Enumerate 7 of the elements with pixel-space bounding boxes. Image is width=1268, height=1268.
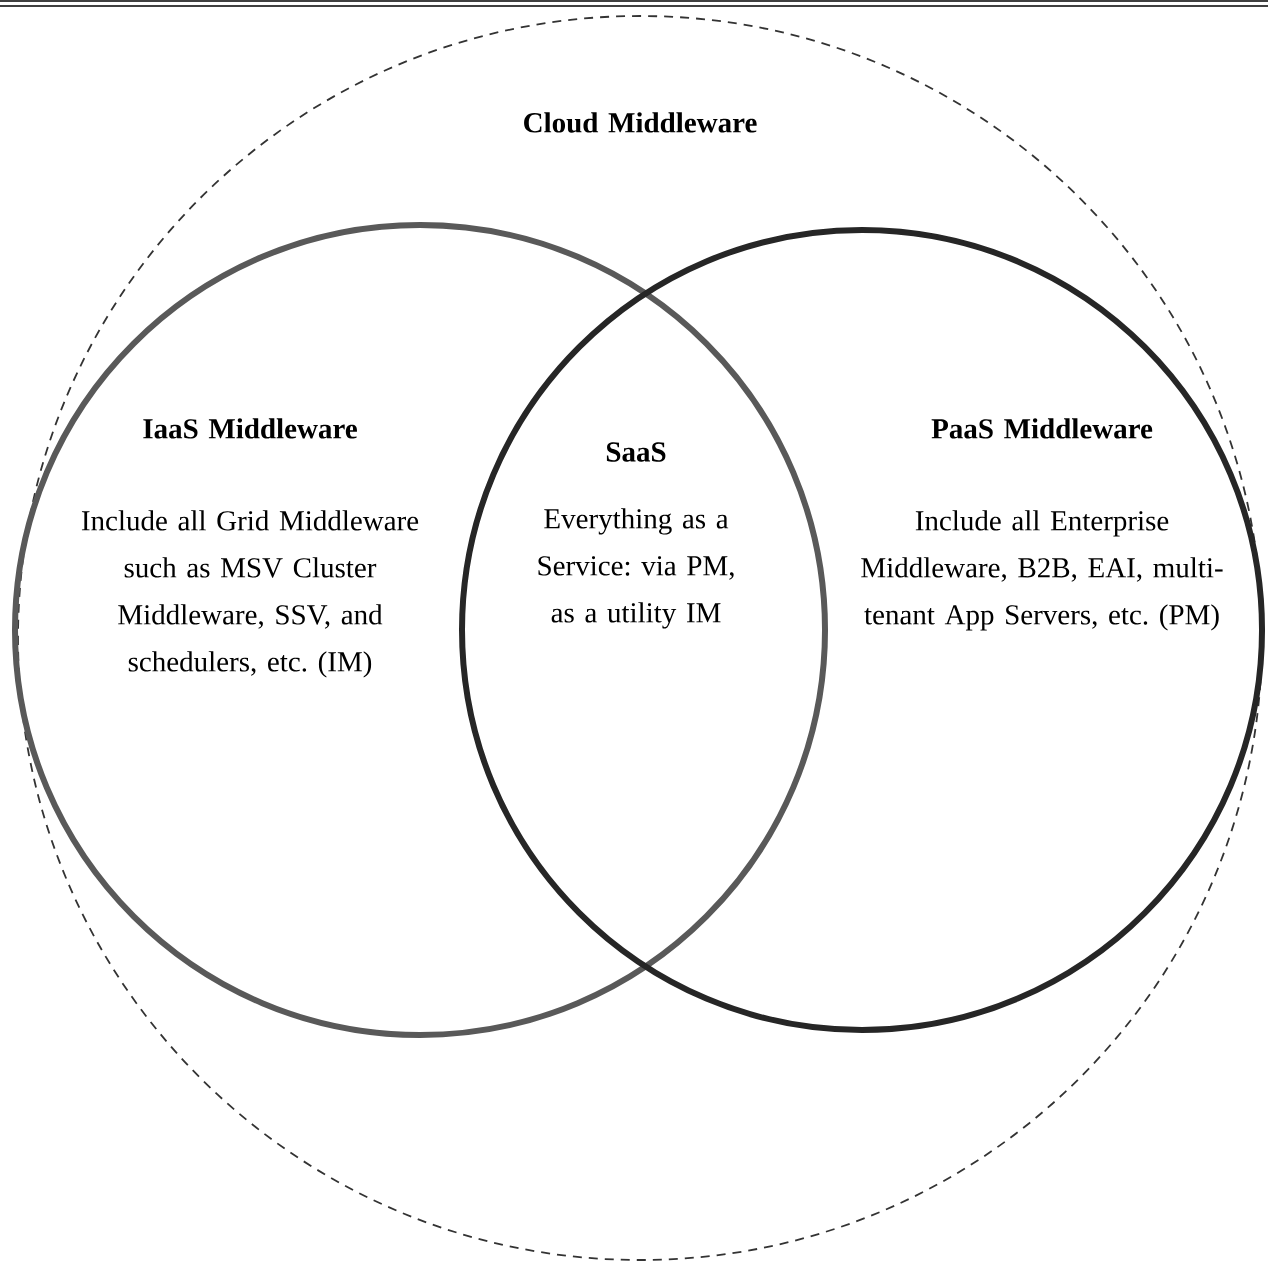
heading: SaaS xyxy=(606,442,666,462)
heading: IaaS Middleware xyxy=(143,418,357,439)
heading: PaaS Middleware xyxy=(931,418,1153,439)
heading: Cloud Middleware xyxy=(524,112,757,133)
description-text: Everything as a Service: via PM, as a utility IM xyxy=(538,508,734,629)
description-text: Include all Grid Middleware such as MSV Cluster Middleware, SSV, and schedulers, etc. (IM) xyxy=(81,510,419,678)
description-text: Include all Enterprise Middleware, B2B, EAI, multi-tenant App Servers, etc. (PM) xyxy=(861,510,1223,631)
